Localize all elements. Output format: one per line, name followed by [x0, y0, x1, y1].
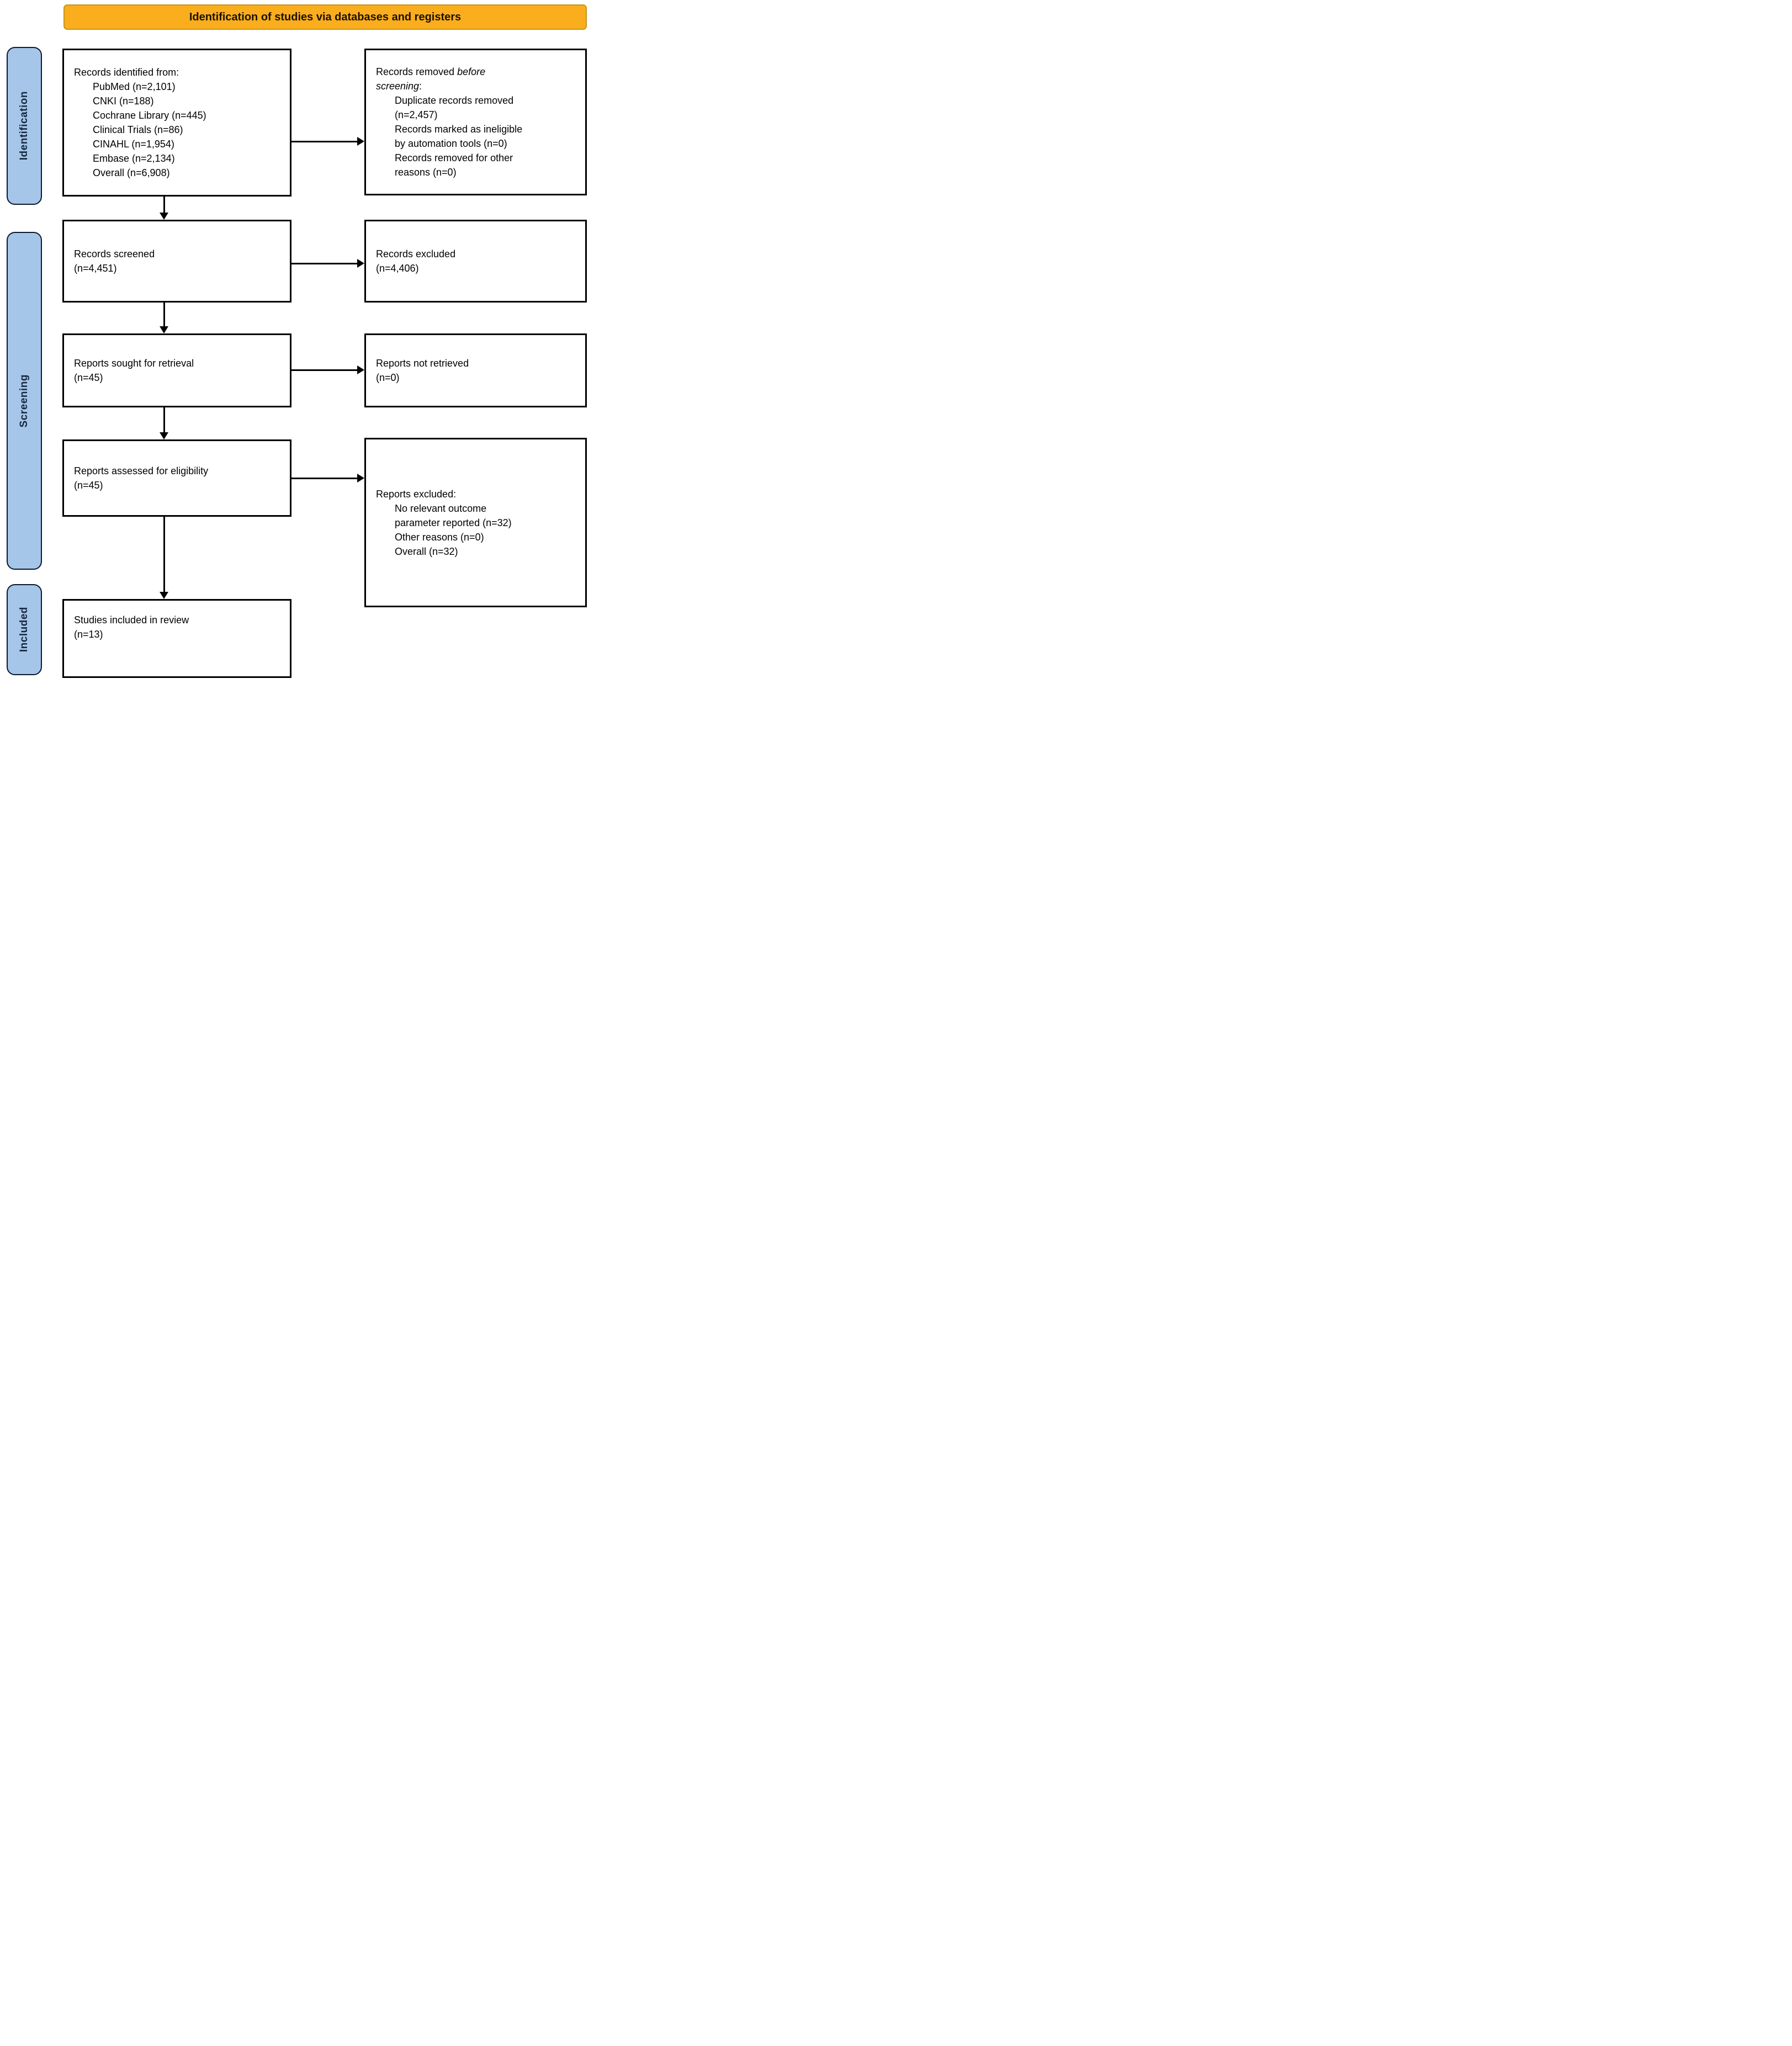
box-records-removed-before-screening: Records removed before screening: Duplicat…	[364, 49, 587, 195]
stage-label-included-text: Included	[18, 607, 30, 653]
box-records-excluded: Records excluded (n=4,406)	[364, 220, 587, 303]
box-text-line: Duplicate records removed	[395, 95, 514, 106]
box-text-line: (n=4,406)	[376, 263, 419, 274]
arrow-right-identified-to-removed-icon	[291, 141, 358, 142]
box-text-line: Records removed for other	[395, 152, 513, 163]
box-text-line: Studies included in review	[74, 614, 189, 626]
box-text-line: Overall (n=6,908)	[93, 167, 170, 178]
arrow-right-assessed-to-excluded-icon	[291, 478, 358, 479]
box-text-line: (n=13)	[74, 629, 103, 640]
box-text-line: PubMed (n=2,101)	[93, 81, 176, 92]
arrow-down-assessed-to-included-icon	[163, 517, 165, 592]
box-text-line: Records excluded	[376, 248, 456, 259]
box-studies-included-in-review: Studies included in review (n=13)	[62, 599, 291, 678]
box-text-line: Reports not retrieved	[376, 358, 469, 369]
box-text-line: (n=45)	[74, 480, 103, 491]
box-text-line: Reports sought for retrieval	[74, 358, 194, 369]
box-text-line: reasons (n=0)	[395, 167, 457, 178]
box-text-line: by automation tools (n=0)	[395, 138, 507, 149]
box-reports-excluded: Reports excluded: No relevant outcome para…	[364, 438, 587, 607]
stage-label-screening: Screening	[7, 232, 42, 570]
box-text-line: No relevant outcome	[395, 502, 487, 514]
box-text-line: parameter reported (n=32)	[395, 517, 512, 528]
box-reports-not-retrieved: Reports not retrieved (n=0)	[364, 333, 587, 407]
arrow-down-sought-to-assessed-icon	[163, 407, 165, 433]
diagram-title: Identification of studies via databases …	[189, 10, 462, 23]
box-text-line: (n=0)	[376, 372, 400, 383]
box-text-line: Reports assessed for eligibility	[74, 465, 209, 476]
box-records-identified: Records identified from: PubMed (n=2,101)…	[62, 49, 291, 197]
box-text-line: Records identified from:	[74, 67, 179, 78]
stage-label-screening-text: Screening	[18, 374, 30, 428]
stage-label-included: Included	[7, 584, 42, 675]
box-text-line: (n=45)	[74, 372, 103, 383]
box-text-line: Other reasons (n=0)	[395, 531, 484, 543]
box-text-line: Clinical Trials (n=86)	[93, 124, 183, 135]
arrow-down-screened-to-sought-icon	[163, 303, 165, 327]
box-text-line: Reports excluded:	[376, 488, 457, 500]
box-reports-sought-for-retrieval: Reports sought for retrieval (n=45)	[62, 333, 291, 407]
prisma-flow-diagram: Identification of studies via databases …	[0, 0, 597, 682]
box-text-line: Records removed before	[376, 66, 486, 77]
box-text-line: Embase (n=2,134)	[93, 153, 175, 164]
arrow-right-sought-to-not-retrieved-icon	[291, 369, 358, 371]
box-text-line: Overall (n=32)	[395, 545, 458, 557]
arrow-down-identified-to-screened-icon	[163, 197, 165, 213]
box-text-line: Cochrane Library (n=445)	[93, 110, 206, 121]
box-text-line: screening:	[376, 81, 422, 92]
box-text-line: (n=2,457)	[395, 109, 438, 120]
box-text-line: Records marked as ineligible	[395, 124, 523, 135]
stage-label-identification-text: Identification	[18, 91, 30, 161]
box-records-screened: Records screened (n=4,451)	[62, 220, 291, 303]
arrow-right-screened-to-excluded-icon	[291, 263, 358, 264]
box-reports-assessed-for-eligibility: Reports assessed for eligibility (n=45)	[62, 439, 291, 517]
title-banner: Identification of studies via databases …	[63, 4, 587, 30]
stage-label-identification: Identification	[7, 47, 42, 205]
box-text-line: CINAHL (n=1,954)	[93, 139, 174, 150]
box-text-line: Records screened	[74, 248, 155, 259]
box-text-line: (n=4,451)	[74, 263, 117, 274]
box-text-line: CNKI (n=188)	[93, 96, 154, 107]
